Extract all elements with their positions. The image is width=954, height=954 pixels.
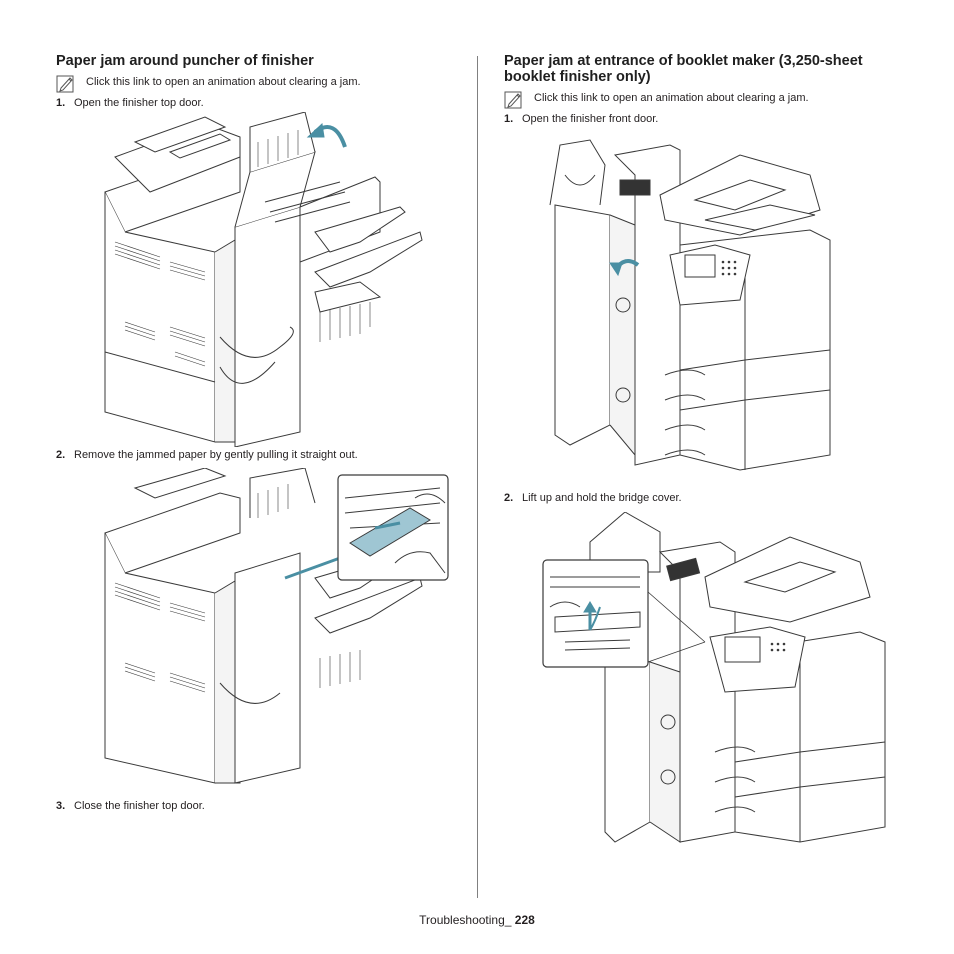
animation-note-right[interactable]: Click this link to open an animation abo… [504,91,809,109]
step-3-left: 3.Close the finisher top door. [56,800,205,812]
illustration-open-finisher-front-door [549,139,831,471]
step-1-left: 1.Open the finisher top door. [56,97,204,109]
step-1-right: 1.Open the finisher front door. [504,113,659,125]
illustration-remove-jammed-paper [104,468,449,784]
illustration-open-finisher-top-door [104,112,423,447]
page-footer: Troubleshooting_ 228 [0,913,954,927]
animation-link-text[interactable]: Click this link to open an animation abo… [86,76,361,88]
animation-note[interactable]: Click this link to open an animation abo… [56,75,361,93]
note-pencil-icon [504,91,522,109]
column-divider [477,56,478,898]
footer-label: Troubleshooting_ [419,913,512,927]
illustration-lift-bridge-cover [542,512,886,843]
section-title-booklet-jam: Paper jam at entrance of booklet maker (… [504,53,863,85]
step-2-left: 2.Remove the jammed paper by gently pull… [56,449,358,461]
animation-link-text-right[interactable]: Click this link to open an animation abo… [534,92,809,104]
step-2-right: 2.Lift up and hold the bridge cover. [504,492,682,504]
note-pencil-icon [56,75,74,93]
section-title-puncher-jam: Paper jam around puncher of finisher [56,53,314,69]
page-number: 228 [514,913,535,927]
